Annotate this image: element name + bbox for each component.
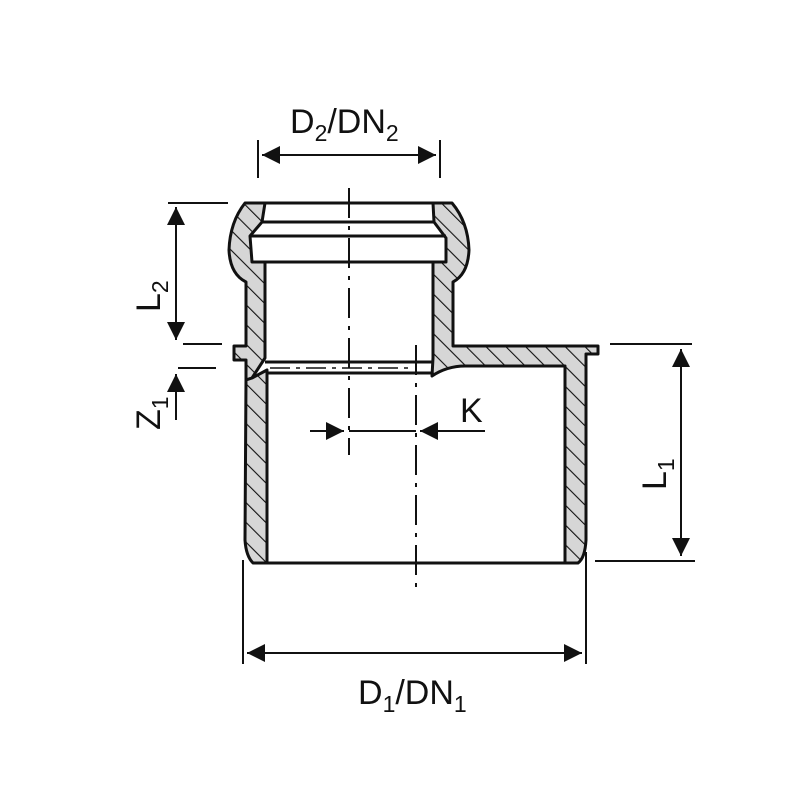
label-k: K bbox=[460, 392, 483, 430]
dimension-d2 bbox=[257, 140, 441, 178]
label-l2: L2 bbox=[130, 280, 173, 312]
dimension-d1 bbox=[242, 552, 587, 664]
upper-left-wall bbox=[227, 201, 267, 382]
label-l1: L1 bbox=[636, 458, 679, 490]
centerlines bbox=[270, 188, 417, 595]
upper-right-wall bbox=[430, 201, 600, 565]
label-z1: Z1 bbox=[130, 396, 173, 430]
socket-inner-lines bbox=[250, 201, 565, 565]
dimension-l2-z1 bbox=[167, 202, 228, 420]
label-d2: D2/DN2 bbox=[290, 103, 399, 146]
pipe-body bbox=[227, 201, 600, 565]
label-d1: D1/DN1 bbox=[358, 674, 467, 717]
lower-left-wall bbox=[243, 368, 269, 565]
dimension-l1 bbox=[595, 343, 695, 562]
